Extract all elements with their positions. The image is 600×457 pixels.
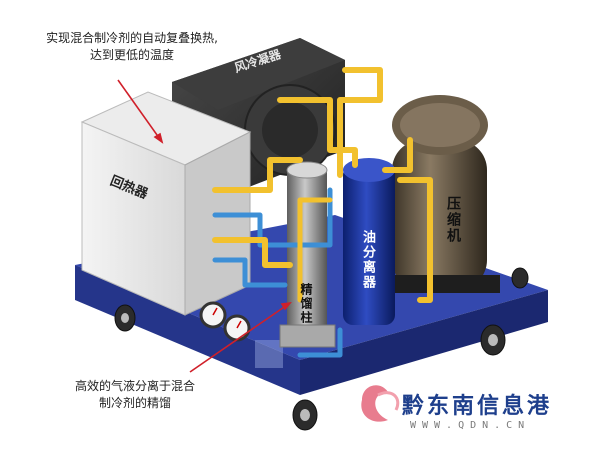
column-label: 精馏柱 <box>299 283 313 325</box>
watermark-logo <box>361 385 400 422</box>
rectifying-column <box>279 161 336 348</box>
top-annotation: 实现混合制冷剂的自动复叠换热, 达到更低的温度 <box>22 30 242 64</box>
annotation-arrows <box>117 79 292 373</box>
bottom-annotation: 高效的气液分离于混合 制冷剂的精馏 <box>50 378 220 412</box>
refrigerant-pipes <box>212 67 433 358</box>
compressor-tank <box>380 95 500 293</box>
regenerator-box <box>80 91 252 316</box>
bottom-annotation-line2: 制冷剂的精馏 <box>98 396 171 410</box>
compressor-label: 压缩机 <box>445 196 461 244</box>
watermark-url: WWW.QDN.CN <box>410 420 531 431</box>
watermark-name: 黔东南信息港 <box>402 393 553 419</box>
top-annotation-line2: 达到更低的温度 <box>89 48 174 62</box>
oil-separator-label: 油分离器 <box>360 230 375 290</box>
bottom-annotation-line1: 高效的气液分离于混合 <box>74 379 195 393</box>
top-annotation-line1: 实现混合制冷剂的自动复叠换热, <box>46 31 218 45</box>
pressure-gauges <box>199 301 251 342</box>
caster-wheels <box>114 267 529 431</box>
